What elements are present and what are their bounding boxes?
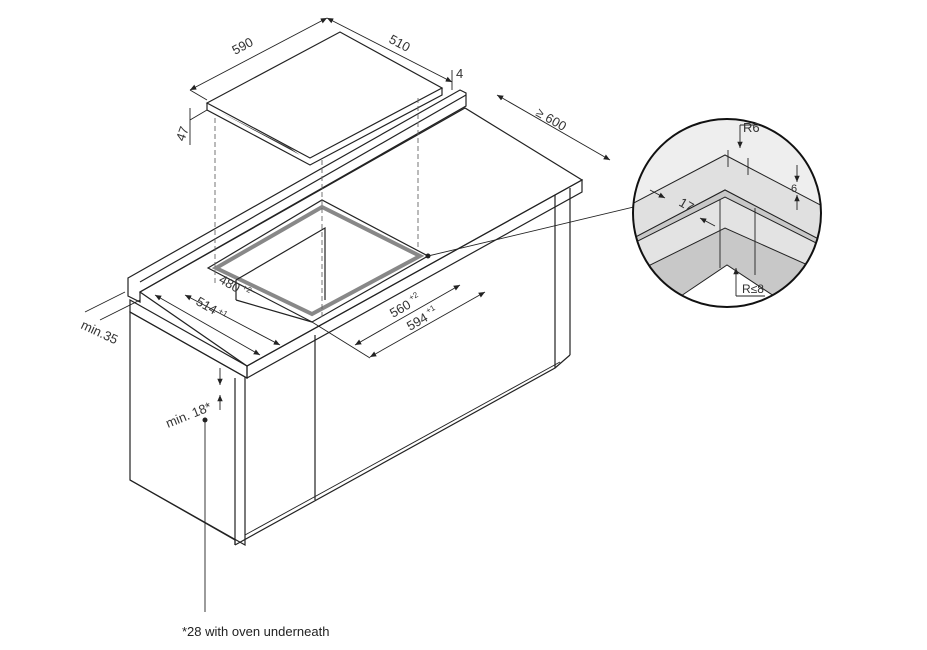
detail-recess-height: 6	[791, 183, 797, 195]
dim-hob-depth: 510	[387, 31, 413, 54]
dim-worktop-depth: ≥ 600	[534, 105, 570, 134]
dimension-lines	[84, 17, 643, 612]
svg-text:514: 514	[194, 294, 220, 318]
detail-view: R6 6 17 R≤8	[632, 118, 822, 308]
dim-hob-height: 47	[173, 124, 192, 143]
svg-text:480: 480	[217, 272, 243, 296]
detail-recess-width: 17	[677, 195, 697, 215]
detail-cutout-radius: R≤8	[742, 282, 764, 296]
dim-wall-distance: min.35	[79, 317, 121, 347]
dim-hob-width: 590	[229, 34, 255, 57]
dim-under-gap: min. 18*	[164, 399, 214, 431]
cabinet	[129, 188, 571, 547]
dim-glass-thickness: 4	[456, 66, 463, 81]
svg-text:+2: +2	[407, 290, 420, 303]
worktop	[127, 89, 584, 380]
svg-text:594: 594	[404, 310, 430, 334]
dim-recess-depth: 514 +1	[194, 294, 230, 319]
detail-corner-radius: R6	[743, 120, 760, 135]
footnote: *28 with oven underneath	[182, 624, 330, 639]
